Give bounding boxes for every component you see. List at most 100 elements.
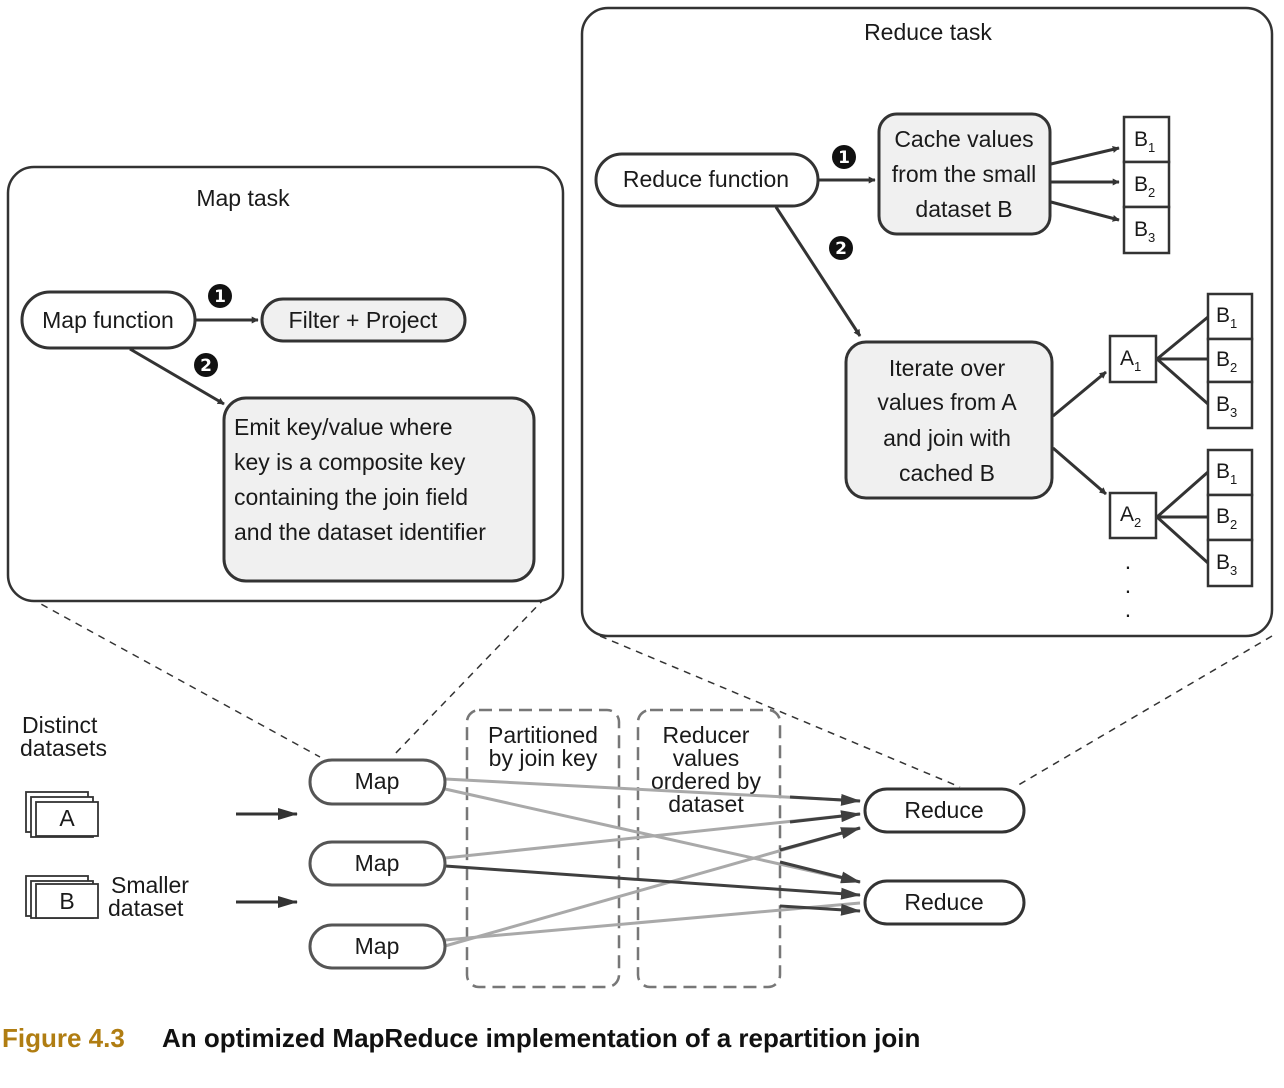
a1-b3-box [1206,380,1254,430]
map-pill [308,840,447,887]
shuffle-dark-arrows [444,793,861,916]
stack-sheet [35,801,99,837]
step-number: 1 [214,287,226,307]
reduce-task-panel: Reduce task Reduce function 1 2 Cache va… [580,6,1274,638]
iterate-line: values from A [877,389,1017,415]
partitioned-label: by join key [489,745,598,771]
a2-box [1108,491,1158,540]
smaller-dataset-label: Smaller [111,872,189,898]
cached-b2: B2 [1122,160,1171,209]
b-label: B1 [1216,304,1237,331]
ellipsis-dot: . [1125,572,1131,598]
dataset-b-label: B [59,888,74,914]
a1-b3-link [1156,357,1209,406]
figure-number: Figure 4.3 [2,1023,125,1053]
iterate-join-node [844,340,1054,500]
step-badge-circle [829,236,853,260]
step-number: 1 [838,148,850,168]
cache-to-b1-arrow [1050,146,1120,166]
arrowhead-seg [779,860,861,884]
map-label: Map [355,850,400,876]
iterate-line: cached B [899,460,995,486]
dataset-a-stack: A [25,791,99,838]
map-task-title: Map task [196,185,290,211]
reduce-label: Reduce [904,889,983,915]
b-label: B2 [1216,348,1237,375]
filter-project-node [260,297,467,343]
emit-key-value-node [222,396,536,583]
cache-to-b3-arrow [1050,200,1120,222]
reduce-pill [863,879,1026,926]
iterate-line: and join with [883,425,1011,451]
reduce-node-2: Reduce [863,879,1026,926]
map-pill [308,923,447,970]
filter-project-label: Filter + Project [289,307,439,333]
smaller-dataset-label: dataset [108,895,184,921]
a2-b1-link [1156,470,1209,519]
reduce-step2-arrow [774,206,862,337]
figure-title: An optimized MapReduce implementation of… [162,1023,920,1053]
a2-b2-box [1206,493,1254,542]
ellipsis-dot: . [1125,548,1131,574]
reduce-node-1: Reduce [863,787,1026,834]
a2-b3-box [1206,538,1254,588]
map-step1-badge: 1 [208,284,232,308]
emit-line: containing the join field [234,484,468,510]
a1-b1-link [1156,315,1209,361]
step-number: 2 [200,356,212,376]
map-step2-arrow [129,347,225,406]
a2-b3-link [1155,515,1210,565]
reducer-ordered-label: Reducer [663,722,750,748]
b-label: B3 [1134,218,1155,245]
reduce-step1-badge: 1 [832,145,856,169]
reduce-function-node [594,152,820,208]
reduce-task-frame [580,6,1274,638]
ellipsis-dot: . [1125,596,1131,622]
arrowhead-seg [789,810,861,824]
emit-line: Emit key/value where [234,414,453,440]
cache-line: Cache values [894,126,1033,152]
cached-b3-box [1122,205,1171,255]
step-number: 2 [835,239,847,259]
reduce-step2-badge: 2 [829,236,853,260]
map-label: Map [355,768,400,794]
a1-b2-box [1206,337,1254,384]
partitioned-box [465,708,621,989]
b-label: B1 [1134,128,1155,155]
stack-sheet [35,883,99,919]
partitioned-label: Partitioned [488,722,598,748]
a-label: A2 [1120,503,1141,530]
map-node-2: Map [308,840,447,887]
map2-to-reduce2-arrow [444,864,861,900]
reduce-label: Reduce [904,797,983,823]
map-task-panel: Map task Map function Filter + Project 1… [6,165,565,603]
dataset-a-label: A [59,805,75,831]
b-label: B1 [1216,460,1237,487]
b-label: B2 [1216,505,1237,532]
pipeline: Distinct datasets A B Smaller dataset Pa… [20,708,1026,989]
map-node-3: Map [308,923,447,970]
cache-line: from the small [892,161,1036,187]
dataset-b-stack: B [25,875,99,919]
b-label: B2 [1134,173,1155,200]
cached-b1: B1 [1122,115,1171,164]
map-step2-badge: 2 [194,353,218,377]
iterate-line: Iterate over [889,355,1006,381]
reduce-pill [863,787,1026,834]
cache-values-node [877,112,1052,236]
distinct-datasets-label: datasets [20,735,107,761]
map-function-node [20,290,197,350]
a1-group: A1 B1 B2 B3 [1108,292,1254,430]
shuffle-light-arrows [444,777,861,948]
iterate-to-a2-arrow [1052,446,1107,496]
a2-group: A2 B1 B2 B3 [1108,448,1254,588]
b-label: B3 [1216,393,1237,420]
cache-line: dataset B [915,196,1012,222]
emit-line: and the dataset identifier [234,519,486,545]
cached-b3: B3 [1122,205,1171,255]
figure-caption: Figure 4.3 An optimized MapReduce implem… [2,1023,920,1053]
callout-lines [29,597,1273,788]
iterate-to-a1-arrow [1052,370,1107,418]
arrowhead-seg [789,793,861,806]
